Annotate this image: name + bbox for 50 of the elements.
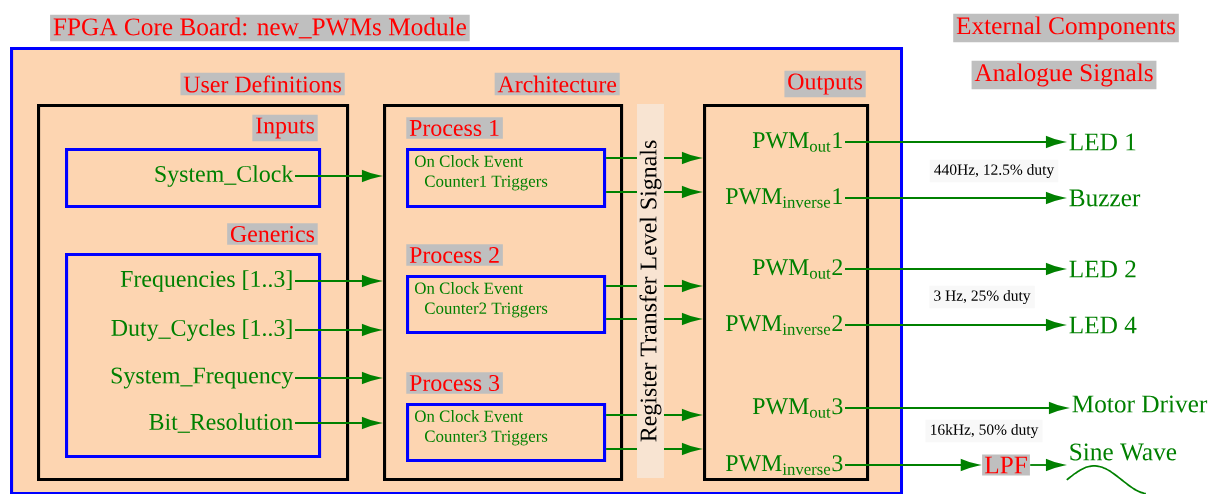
process-text: On Clock Event [414,155,523,167]
heading-label: FPGA Core Board: new_PWMs Module [50,14,470,42]
heading-label: Process 3 [406,372,503,394]
arrow [844,459,979,471]
output-label: PWM$_{inverse}$2 [725,315,842,335]
component-label: LED 2 [1069,260,1136,278]
arrow [844,319,1064,331]
process-text: Counter1 Triggers [424,175,548,191]
component-label: LED 1 [1069,133,1136,151]
heading-label: Process 1 [406,117,503,139]
heading-label: Outputs [784,70,866,98]
output-label: PWM$_{inverse}$3 [725,455,843,475]
component-label: Motor Driver [1072,395,1208,413]
arrow [294,170,380,182]
component-label: Buzzer [1069,189,1141,207]
signal-label: System_Frequency [111,367,294,389]
process-text: On Clock Event [414,282,523,294]
arrow [844,263,1064,275]
arrow [294,372,380,384]
arrow [844,136,1064,148]
frequency-note: 440Hz, 12.5% duty [929,159,1059,183]
signal-label: Frequencies [1..3] [120,270,292,292]
filter-box: LPF [982,454,1030,476]
frequency-note: 16kHz, 50% duty [925,419,1043,443]
signal-label: Bit_Resolution [149,413,293,433]
process-text: Counter3 Triggers [424,430,548,446]
arrow [844,192,1064,204]
arrow [844,402,1067,414]
signal-label: System_Clock [155,165,294,187]
heading-label: Inputs [252,114,318,142]
output-label: PWM$_{out}$3 [752,398,843,418]
arrow [294,417,380,429]
process-text: Counter2 Triggers [424,302,548,318]
output-label: PWM$_{out}$1 [752,132,842,152]
component-label: Sine Wave [1070,443,1177,461]
output-label: PWM$_{out}$2 [752,259,842,279]
heading-label: User Definitions [180,72,345,96]
component-label: LED 4 [1069,316,1137,334]
process-text: On Clock Event [414,410,523,422]
signal-band: Register Transfer Level Signals [637,104,664,478]
heading-label: Analogue Signals [971,60,1157,90]
heading-label: Process 2 [406,244,503,266]
heading-label: External Components [953,13,1179,43]
frequency-note: 3 Hz, 25% duty [929,285,1035,309]
arrow [294,275,380,287]
signal-label: Duty_Cycles [1..3] [111,319,292,341]
arrow [1029,459,1064,471]
arrow [294,324,380,336]
heading-label: Generics [227,223,318,245]
output-label: PWM$_{inverse}$1 [725,188,842,208]
